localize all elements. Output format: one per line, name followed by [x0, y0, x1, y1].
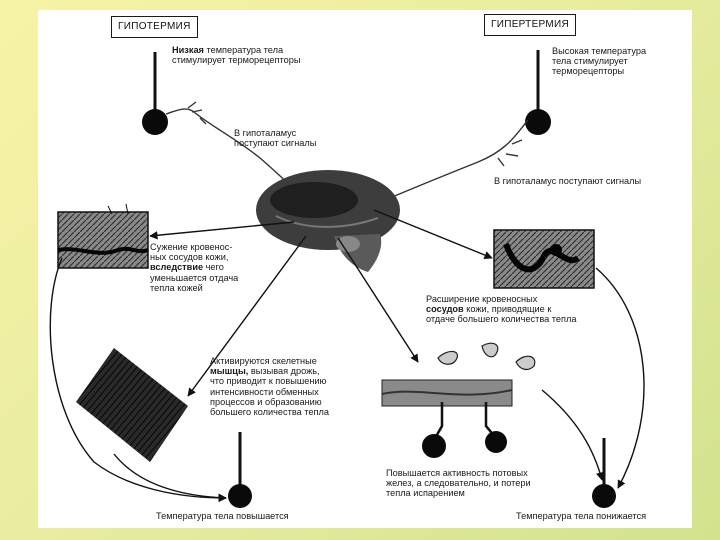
hypothermia-stimulus-bold: Низкая [172, 45, 204, 55]
vasoconstriction-bold: вследствие [150, 262, 203, 272]
muscle-line2: вызывая дрожь, [248, 366, 319, 376]
thermometer-left-top-icon [142, 52, 168, 135]
nerve-fiber-right [390, 120, 528, 198]
hyperthermia-title: ГИПЕРТЕРМИЯ [484, 14, 576, 36]
thermometer-left-bottom-icon [228, 432, 252, 508]
vasodilation-line2: кожи, приводящие к [464, 304, 552, 314]
muscle-bold: мышцы, [210, 366, 248, 376]
arrow-muscle-to-temp-left [114, 454, 226, 498]
arrow-sweat-to-temp-right [542, 390, 602, 480]
skeletal-muscle-icon [76, 348, 188, 462]
vasoconstriction-line4: уменьшается отдача [150, 273, 238, 283]
vasoconstriction-line5: тепла кожей [150, 283, 203, 293]
arrow-to-skin-right [374, 210, 492, 258]
vasoconstriction-line3: чего [203, 262, 224, 272]
vasoconstriction-line2: ных сосудов кожи, [150, 252, 228, 262]
diagram-panel: ГИПОТЕРМИЯ ГИПЕРТЕРМИЯ Низкая температур… [38, 10, 692, 528]
brain-icon [256, 170, 400, 272]
temperature-rises-text: Температура тела повышается [156, 511, 289, 521]
vasoconstriction-line1: Сужение кровенос- [150, 242, 232, 252]
thermometer-right-top-icon [525, 50, 551, 135]
muscle-rest: что приводит к повышению интенсивности о… [210, 376, 329, 417]
skin-constricted-icon [58, 204, 148, 268]
hyperthermia-stimulus-text: Высокая температура тела стимулирует тер… [552, 46, 646, 77]
hypothermia-stimulus-text: Низкая температура тела стимулирует терм… [172, 45, 300, 65]
sweat-gland-text: Повышается активность потовых желез, а с… [386, 468, 531, 499]
skin-dilated-icon [494, 230, 594, 288]
hypothermia-title: ГИПОТЕРМИЯ [111, 16, 198, 38]
sweat-gland-icon [382, 380, 512, 458]
signals-right-text: В гипоталамус поступают сигналы [494, 176, 641, 186]
sweat-droplets-icon [438, 343, 535, 369]
arrow-to-sweat-glands [338, 238, 418, 362]
vasodilation-bold: сосудов [426, 304, 464, 314]
vasoconstriction-text: Сужение кровенос-ных сосудов кожи,вследс… [150, 242, 238, 293]
vasodilation-line1: Расширение кровеносных [426, 294, 537, 304]
vasodilation-line3: отдаче большего количества тепла [426, 314, 576, 324]
muscle-line1: Активируются скелетные [210, 356, 317, 366]
signals-left-text: В гипоталамус поступают сигналы [234, 128, 316, 148]
temperature-falls-text: Температура тела понижается [516, 511, 646, 521]
thermoregulation-diagram [38, 10, 692, 528]
thermometer-right-bottom-icon [592, 438, 616, 508]
